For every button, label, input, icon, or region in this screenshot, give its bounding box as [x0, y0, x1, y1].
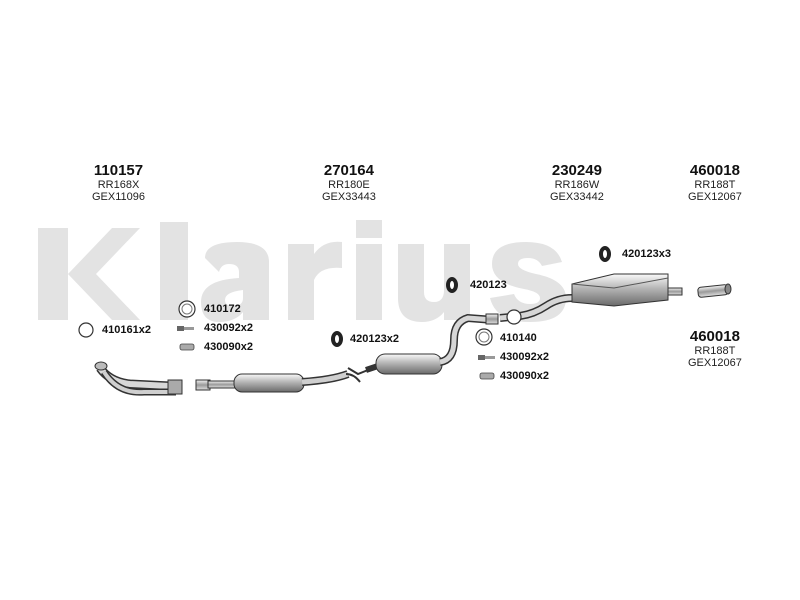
group-1-code: RR168X: [97, 179, 140, 191]
bolt-icon: [478, 355, 495, 360]
group-5-gex: GEX12067: [688, 357, 742, 369]
hanger-icon: [599, 246, 611, 262]
intermediate-pipe: [207, 367, 369, 393]
group-1-part-number: 110157: [93, 162, 144, 179]
hanger-icon: [331, 331, 343, 347]
part-label-410140: 410140: [500, 332, 537, 344]
rear-silencer: [499, 273, 683, 322]
part-label-410172: 410172: [204, 303, 241, 315]
hanger-icon: [446, 277, 458, 293]
part-label-430090-rear: 430090x2: [500, 370, 549, 382]
group-4-gex: GEX12067: [688, 191, 742, 203]
bolt-icon: [177, 326, 194, 331]
group-3-part-number: 230249: [551, 162, 602, 179]
ring-icon: [78, 322, 94, 338]
group-2-label: 270164 RR180E GEX33443: [322, 162, 376, 203]
group-2-gex: GEX33443: [322, 191, 376, 203]
group-1-label: 110157 RR168X GEX11096: [92, 162, 145, 203]
gasket-icon: [506, 309, 522, 325]
part-label-420123: 420123: [470, 279, 507, 291]
front-pipe: [94, 361, 183, 396]
group-2-part-number: 270164: [323, 162, 374, 179]
group-4-label: 460018 RR188T GEX12067: [688, 162, 742, 203]
group-3-label: 230249 RR186W GEX33442: [550, 162, 604, 203]
spring-icon: [179, 343, 195, 351]
part-label-420123x2: 420123x2: [350, 333, 399, 345]
gasket-icon: [178, 300, 196, 318]
group-5-part-number: 460018: [689, 328, 740, 345]
part-label-430092-rear: 430092x2: [500, 351, 549, 363]
group-5-label: 460018 RR188T GEX12067: [688, 328, 742, 369]
group-5-code: RR188T: [694, 345, 736, 357]
group-4-part-number: 460018: [689, 162, 740, 179]
group-2-code: RR180E: [328, 179, 370, 191]
part-label-420123x3: 420123x3: [622, 248, 671, 260]
part-label-430092: 430092x2: [204, 322, 253, 334]
group-3-gex: GEX33442: [550, 191, 604, 203]
part-label-410161: 410161x2: [102, 324, 151, 336]
group-4-code: RR188T: [694, 179, 736, 191]
spring-icon: [479, 372, 495, 380]
group-1-gex: GEX11096: [92, 191, 146, 203]
tail-pipe: [697, 283, 732, 298]
group-3-code: RR186W: [554, 179, 600, 191]
centre-silencer: [365, 313, 499, 375]
part-label-430090: 430090x2: [204, 341, 253, 353]
gasket-icon: [475, 328, 493, 346]
